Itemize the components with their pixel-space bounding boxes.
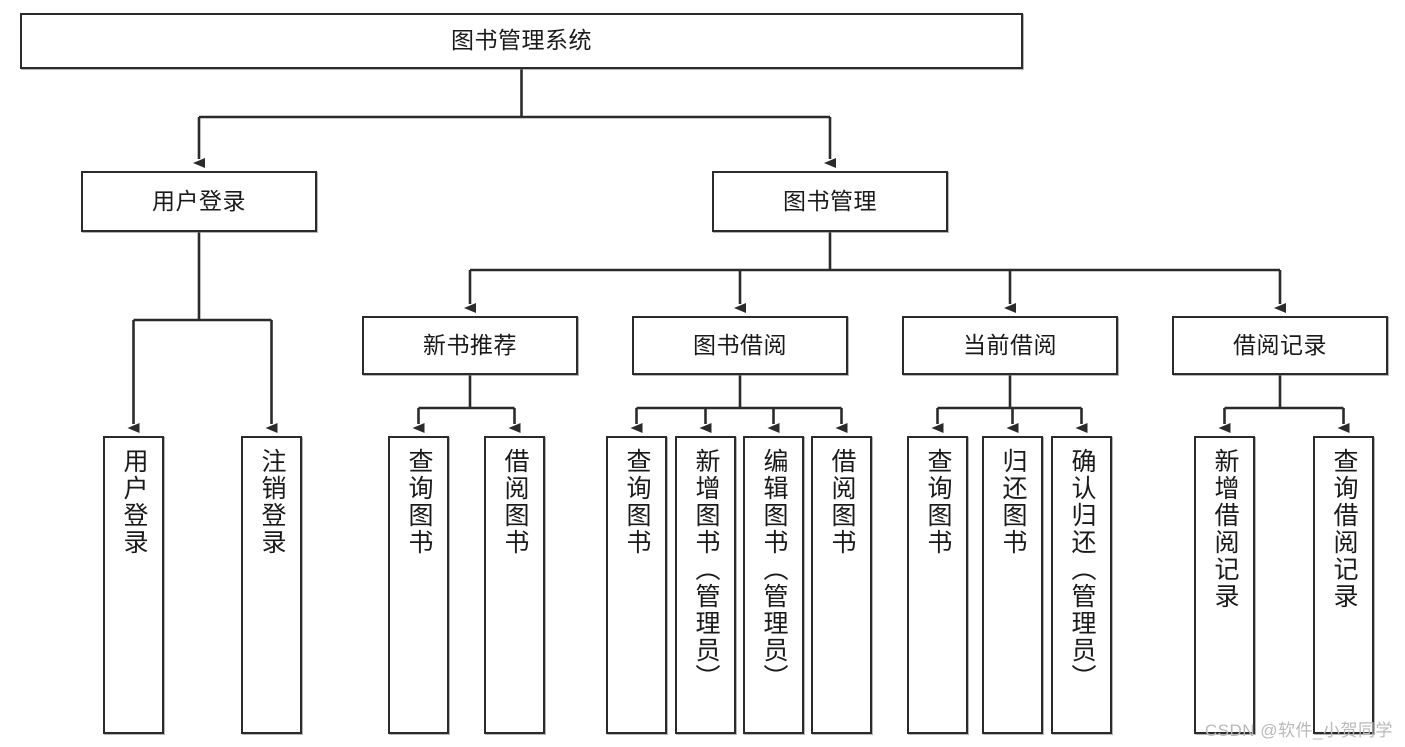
node-label: 注销登录 <box>258 448 286 556</box>
node-book-manage[interactable]: 图书管理 <box>712 171 948 232</box>
node-label: 图书管理系统 <box>451 27 592 54</box>
node-leaf-return-book[interactable]: 归还图书 <box>982 436 1043 734</box>
node-label: 图书管理 <box>783 187 877 214</box>
node-leaf-query-record[interactable]: 查询借阅记录 <box>1313 436 1374 734</box>
node-leaf-query-book-3[interactable]: 查询图书 <box>907 436 968 734</box>
node-label: 查询借阅记录 <box>1330 448 1358 610</box>
node-label: 借阅图书 <box>828 448 856 556</box>
node-leaf-add-record[interactable]: 新增借阅记录 <box>1194 436 1255 734</box>
node-label: 借阅记录 <box>1233 331 1327 358</box>
node-borrow-record[interactable]: 借阅记录 <box>1172 316 1388 375</box>
node-leaf-user-login[interactable]: 用户登录 <box>103 436 164 734</box>
node-leaf-borrow-book-2[interactable]: 借阅图书 <box>811 436 872 734</box>
node-leaf-query-book-2[interactable]: 查询图书 <box>606 436 667 734</box>
node-book-borrow[interactable]: 图书借阅 <box>632 316 848 375</box>
node-label: 用户登录 <box>120 448 148 556</box>
node-label: 当前借阅 <box>963 331 1057 358</box>
node-leaf-query-book-1[interactable]: 查询图书 <box>388 436 449 734</box>
node-label: 归还图书 <box>999 448 1027 556</box>
node-label: 新增图书（管理员） <box>692 448 720 691</box>
node-root[interactable]: 图书管理系统 <box>20 13 1023 69</box>
node-label: 借阅图书 <box>501 448 529 556</box>
node-user-login[interactable]: 用户登录 <box>81 171 317 232</box>
node-leaf-borrow-book-1[interactable]: 借阅图书 <box>484 436 545 734</box>
node-label: 新增借阅记录 <box>1211 448 1239 610</box>
csdn-watermark: CSDN @软件_小贺同学 <box>1204 721 1393 740</box>
node-label: 用户登录 <box>152 187 246 214</box>
node-label: 查询图书 <box>924 448 952 556</box>
node-label: 编辑图书（管理员） <box>760 448 788 691</box>
node-leaf-add-book[interactable]: 新增图书（管理员） <box>675 436 736 734</box>
node-label: 新书推荐 <box>423 331 517 358</box>
node-label: 查询图书 <box>405 448 433 556</box>
node-current-borrow[interactable]: 当前借阅 <box>902 316 1118 375</box>
node-leaf-edit-book[interactable]: 编辑图书（管理员） <box>743 436 804 734</box>
node-leaf-logout[interactable]: 注销登录 <box>241 436 302 734</box>
node-label: 确认归还（管理员） <box>1068 448 1096 691</box>
edge-paths <box>127 69 1350 433</box>
node-label: 查询图书 <box>623 448 651 556</box>
node-label: 图书借阅 <box>693 331 787 358</box>
node-new-book-recommend[interactable]: 新书推荐 <box>362 316 578 375</box>
node-leaf-confirm-return[interactable]: 确认归还（管理员） <box>1051 436 1112 734</box>
